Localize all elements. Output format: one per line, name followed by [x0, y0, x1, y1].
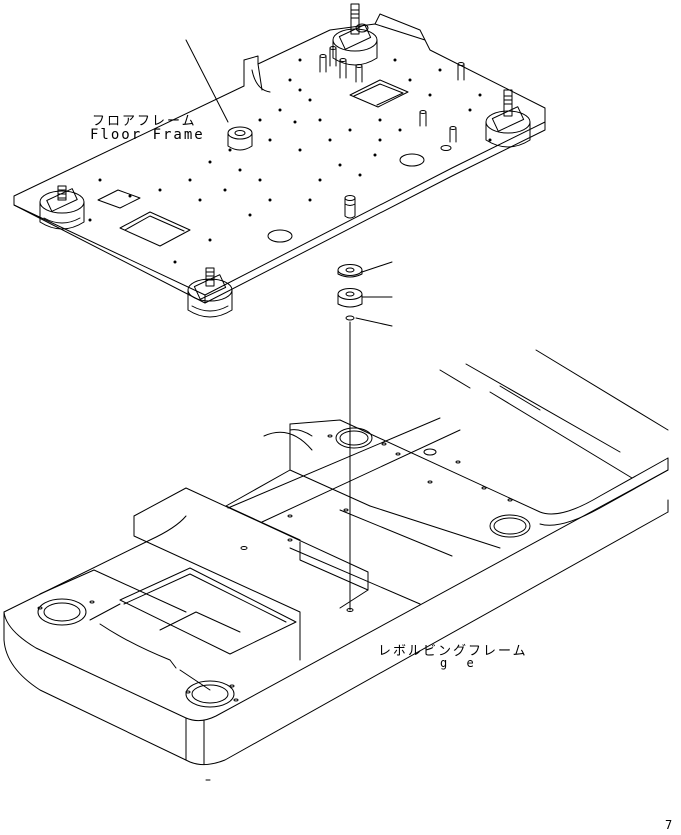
revolving-frame-label-jp: レボルビングフレーム: [378, 644, 528, 659]
cushion: [337, 288, 363, 308]
floor-frame: [13, 3, 546, 318]
deck-top: [289, 419, 669, 515]
floor-frame-plate: [13, 23, 546, 296]
revolving-frame: [3, 349, 669, 781]
revolving-frame-label-en: g e: [440, 656, 480, 670]
floor-frame-label-jp: フロアフレーム: [92, 114, 197, 129]
washer: [337, 264, 363, 278]
cross-beam: [133, 487, 369, 609]
floor-frame-leader: [185, 39, 229, 123]
mount-front-center: [187, 267, 233, 318]
ring: [345, 315, 355, 321]
mount-rear: [332, 3, 378, 66]
mount-front-left: [39, 185, 85, 230]
mount-right: [485, 89, 531, 148]
front-beam: [3, 511, 669, 766]
studs: [319, 46, 465, 143]
rev-mount-front: [185, 680, 235, 708]
rev-mount-left: [37, 598, 87, 626]
floor-spacer: [227, 126, 253, 151]
bolt: [344, 195, 356, 219]
floor-cutouts: [97, 79, 452, 247]
page-number: 7: [665, 818, 673, 832]
floor-holes: [88, 58, 492, 264]
leader-lines: [185, 39, 393, 327]
floor-frame-label-en: Floor Frame: [90, 127, 205, 143]
fastener-stack: [337, 195, 363, 612]
